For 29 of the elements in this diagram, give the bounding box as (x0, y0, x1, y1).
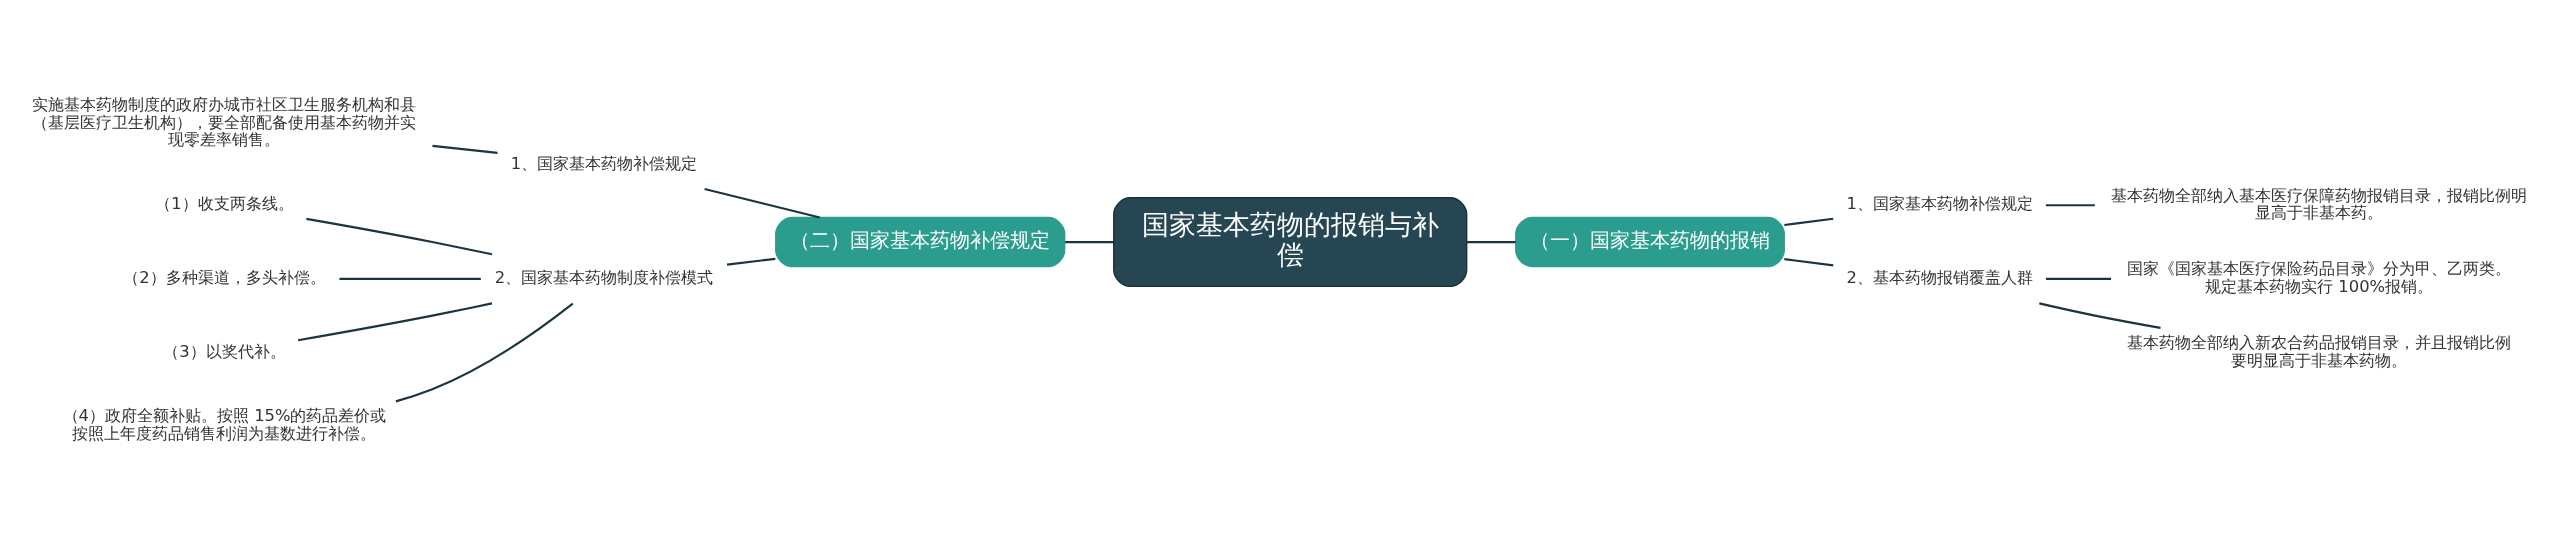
node-text: （3）以奖代补。 (163, 341, 286, 361)
connector (432, 144, 498, 154)
node-text: 2、国家基本药物制度补偿模式 (494, 267, 714, 287)
node-text: 1、国家基本药物补偿规定 (1846, 193, 2033, 213)
connector (1065, 240, 1114, 243)
connector (339, 277, 481, 280)
node-text: 实施基本药物制度的政府办城市社区卫生服务机构和县（基层医疗卫生机构），要全部配备使用基本药物并实现零差率销售。 (32, 94, 417, 149)
node-text: 2、基本药物报销覆盖人群 (1846, 267, 2033, 287)
connector (297, 301, 493, 341)
connector (1467, 240, 1516, 243)
connector (1784, 257, 1834, 266)
connector (395, 302, 574, 402)
node-text: 1、国家基本药物补偿规定 (510, 153, 698, 173)
node-text: （2）多种渠道，多头补偿。 (123, 267, 326, 287)
node-text: （4）政府全额补贴。按照 15%的药品差价或按照上年度药品销售利润为基数进行补偿。 (62, 405, 387, 443)
connector (2045, 277, 2111, 280)
node-text: （1）收支两条线。 (155, 193, 294, 213)
node-text: 基本药物全部纳入新农合药品报销目录，并且报销比例要明显高于非基本药物。 (2127, 332, 2512, 370)
node-box: （二）国家基本药物补偿规定 (775, 216, 1066, 267)
node-box: （一）国家基本药物的报销 (1515, 216, 1785, 267)
node-text: 基本药物全部纳入基本医疗保障药物报销目录，报销比例明显高于非基本药。 (2111, 185, 2528, 222)
connector (2039, 301, 2161, 329)
connector (2045, 203, 2095, 206)
node-box: 国家基本药物的报销与补偿 (1113, 196, 1468, 287)
connector (306, 217, 493, 255)
connector (704, 187, 821, 219)
node-text: 国家《国家基本医疗保险药品目录》分为甲、乙两类。规定基本药物实行 100%报销。 (2127, 258, 2512, 296)
connector (1784, 217, 1834, 226)
connector (726, 257, 776, 266)
